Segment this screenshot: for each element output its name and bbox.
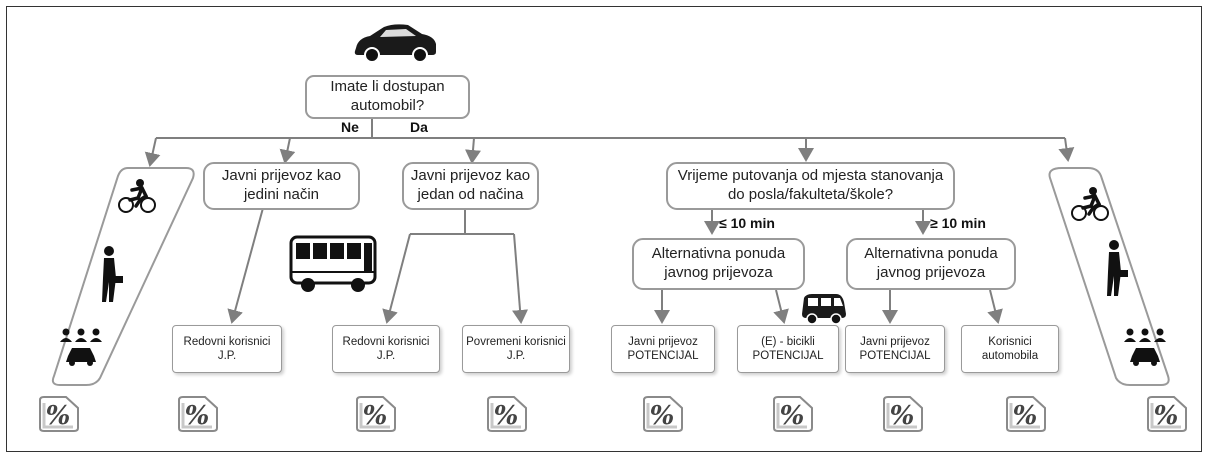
percent-tag-icon: % [487, 396, 527, 432]
pedestrian-icon [1107, 240, 1128, 296]
travel-time-box: Vrijeme putovanja od mjesta stanovanja d… [666, 162, 955, 210]
no-regular-users-label: Redovni korisnici J.P. [183, 335, 271, 362]
percent-symbol: % [363, 401, 388, 431]
percent-tag-icon: % [883, 396, 923, 432]
ebike-potential-label: (E) - bicikli POTENCIJAL [752, 335, 824, 362]
branch-yes-label: Da [410, 119, 428, 135]
pt-potential-2-box: Javni prijevoz POTENCIJAL [845, 325, 945, 373]
alt-offer-left-box: Alternativna ponuda javnog prijevoza [632, 238, 805, 290]
alt-offer-left-label: Alternativna ponuda javnog prijevoza [651, 245, 786, 281]
diagram-frame [6, 6, 1202, 452]
percent-tag-icon: % [1006, 396, 1046, 432]
carpool-icon [1124, 328, 1166, 366]
occasional-users-label: Povremeni korisnici J.P. [466, 335, 566, 362]
ebike-potential-box: (E) - bicikli POTENCIJAL [737, 325, 839, 373]
cyclist-icon [118, 179, 156, 213]
branch-no-label: Ne [341, 119, 359, 135]
car-users-box: Korisnici automobila [961, 325, 1059, 373]
occasional-users-box: Povremeni korisnici J.P. [462, 325, 570, 373]
root-question: Imate li dostupan automobil? [330, 78, 445, 114]
pt-only-box: Javni prijevoz kao jedini način [203, 162, 360, 210]
percent-symbol: % [1154, 401, 1179, 431]
percent-symbol: % [1013, 401, 1038, 431]
yes-regular-users-label: Redovni korisnici J.P. [342, 335, 430, 362]
bus-icon [289, 235, 377, 292]
percent-tag-icon: % [178, 396, 218, 432]
pt-one-of-label: Javni prijevoz kao jedan od načina [410, 167, 531, 203]
percent-symbol: % [650, 401, 675, 431]
van-icon [802, 294, 846, 325]
percent-tag-icon: % [773, 396, 813, 432]
alt-offer-right-box: Alternativna ponuda javnog prijevoza [846, 238, 1016, 290]
percent-symbol: % [494, 401, 519, 431]
percent-tag-icon: % [643, 396, 683, 432]
percent-symbol: % [46, 401, 71, 431]
le-10-min-label: ≤ 10 min [719, 215, 775, 231]
alt-offer-right-label: Alternativna ponuda javnog prijevoza [864, 245, 998, 281]
left-mode-panel [51, 167, 195, 386]
percent-symbol: % [185, 401, 210, 431]
ge-10-min-label: ≥ 10 min [930, 215, 986, 231]
yes-regular-users-box: Redovni korisnici J.P. [332, 325, 440, 373]
percent-tag-icon: % [39, 396, 79, 432]
pedestrian-icon [102, 246, 123, 302]
pt-potential-label: Javni prijevoz POTENCIJAL [627, 335, 699, 362]
travel-time-label: Vrijeme putovanja od mjesta stanovanja d… [677, 167, 944, 203]
carpool-icon [60, 328, 102, 366]
pt-one-of-box: Javni prijevoz kao jedan od načina [402, 162, 539, 210]
root-question-box: Imate li dostupan automobil? [305, 75, 470, 119]
pt-only-label: Javni prijevoz kao jedini način [221, 167, 342, 203]
percent-tag-icon: % [1147, 396, 1187, 432]
cyclist-icon [1071, 187, 1109, 221]
pt-potential-box: Javni prijevoz POTENCIJAL [611, 325, 715, 373]
car-icon [354, 24, 436, 63]
no-regular-users-box: Redovni korisnici J.P. [172, 325, 282, 373]
percent-symbol: % [890, 401, 915, 431]
pt-potential-2-label: Javni prijevoz POTENCIJAL [859, 335, 931, 362]
percent-tag-icon: % [356, 396, 396, 432]
car-users-label: Korisnici automobila [981, 335, 1039, 362]
right-mode-panel [1048, 167, 1170, 386]
percent-symbol: % [780, 401, 805, 431]
